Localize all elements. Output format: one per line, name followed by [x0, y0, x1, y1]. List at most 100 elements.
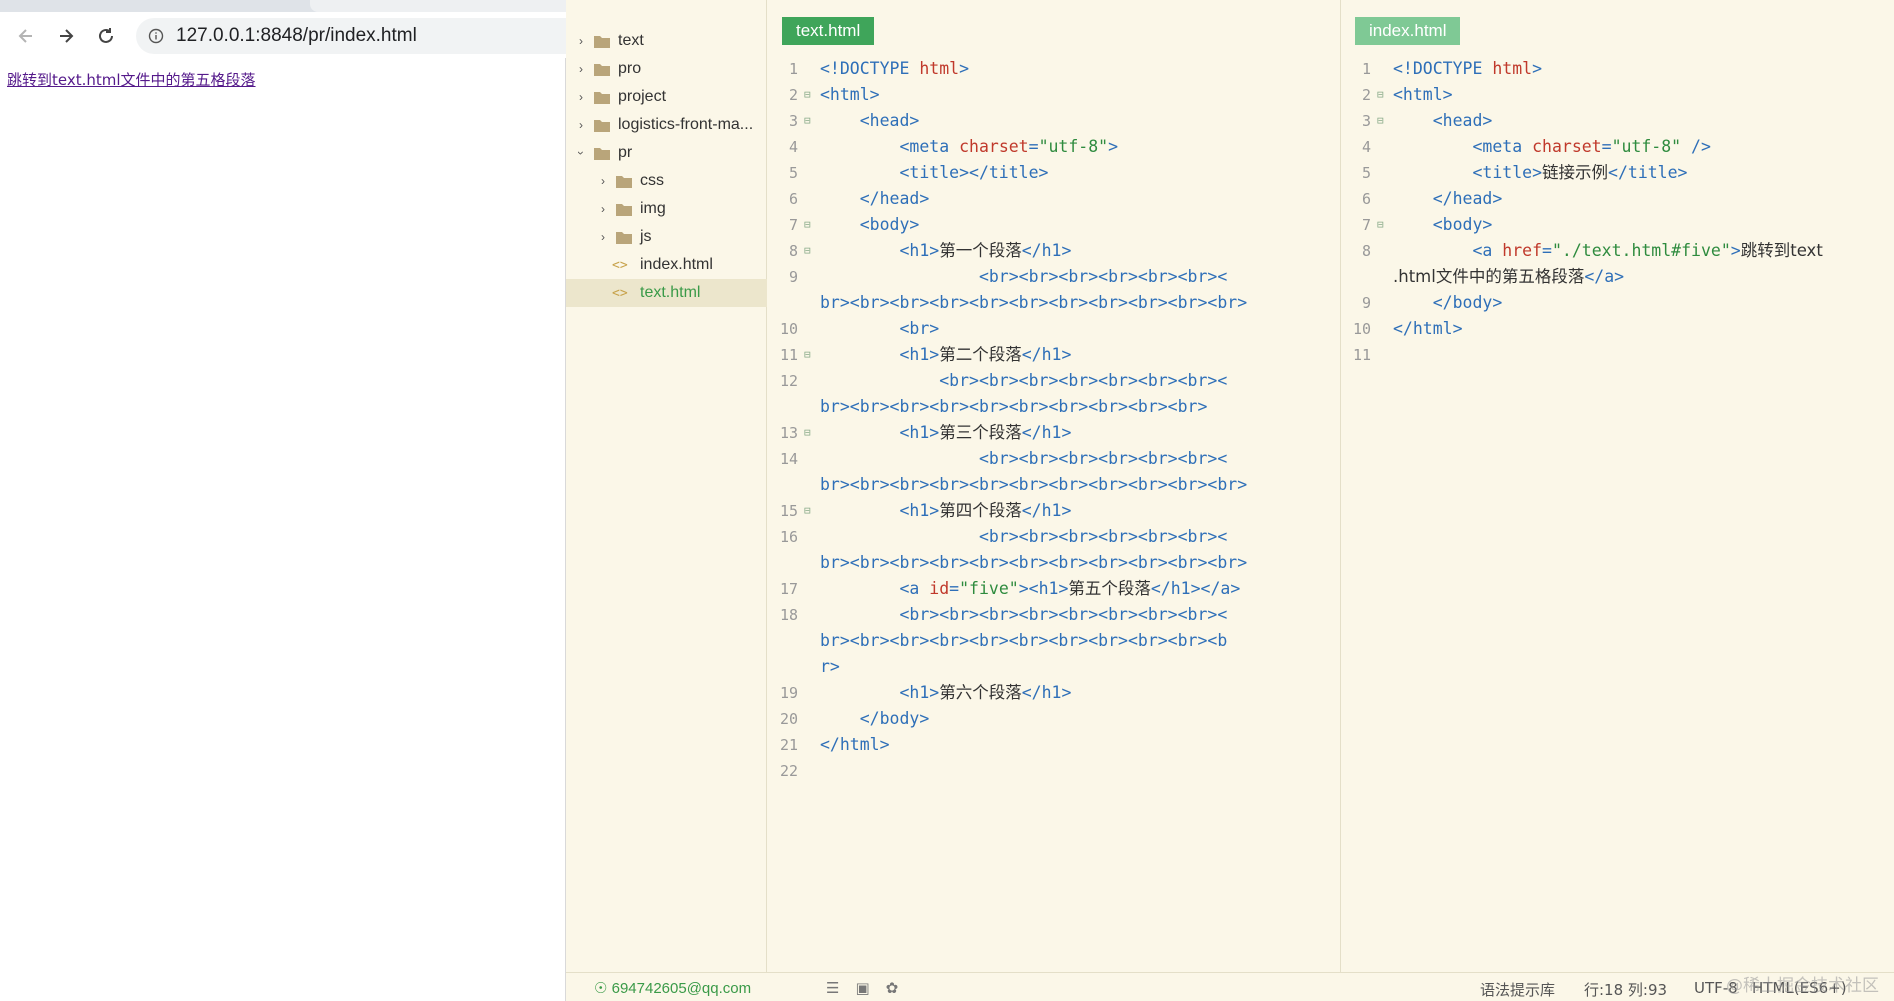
chevron-right-icon[interactable]: › [601, 174, 605, 188]
syntax-hint-library[interactable]: 语法提示库 [1480, 981, 1556, 999]
jump-link[interactable]: 跳转到text.html文件中的第五格段落 [7, 71, 256, 89]
tree-item-label: logistics-front-ma... [618, 116, 754, 133]
folder-icon [594, 119, 610, 132]
tree-folder-pr[interactable]: › pr [566, 139, 767, 167]
line-number: 18 [779, 606, 798, 624]
editor-pane-index[interactable]: index.html 1<!DOCTYPE html> 2⊟<html> 3⊟ … [1340, 0, 1894, 972]
chevron-right-icon[interactable]: › [579, 34, 583, 48]
tree-item-label: pr [618, 144, 633, 161]
line-number: 2 [1361, 86, 1371, 104]
browser-window: 127.0.0.1:8848/pr/index.html 跳转到text.htm… [0, 0, 566, 1001]
fold-icon[interactable]: ⊟ [804, 114, 811, 127]
line-number: 3 [1361, 112, 1371, 130]
terminal-icon[interactable]: ▣ [855, 979, 870, 997]
browser-tab-strip [0, 0, 566, 12]
line-number: 9 [788, 268, 798, 286]
chevron-right-icon[interactable]: › [601, 230, 605, 244]
line-number: 5 [788, 164, 798, 182]
tab-text-html[interactable]: text.html [782, 17, 875, 45]
tree-folder-pro[interactable]: › pro [566, 55, 767, 83]
chevron-right-icon[interactable]: › [579, 90, 583, 104]
line-number: 12 [779, 372, 798, 390]
chevron-right-icon[interactable]: › [579, 62, 583, 76]
fold-icon[interactable]: ⊟ [804, 504, 811, 517]
line-number: 13 [779, 424, 798, 442]
reload-button[interactable] [92, 22, 120, 50]
line-number: 7 [1361, 216, 1371, 234]
code-file-icon: <> [612, 257, 628, 273]
address-bar[interactable]: 127.0.0.1:8848/pr/index.html [136, 18, 566, 54]
line-number: 20 [779, 710, 798, 728]
back-button[interactable] [12, 22, 40, 50]
code-area[interactable]: 1<!DOCTYPE html> 2⊟<html> 3⊟ <head> 4 <m… [1341, 56, 1894, 368]
tree-item-label: index.html [640, 256, 713, 273]
tree-item-label: js [640, 228, 652, 245]
line-number: 11 [1352, 346, 1371, 364]
tree-file-index[interactable]: <> index.html [566, 251, 767, 279]
reload-icon [99, 28, 113, 43]
chevron-down-icon[interactable]: › [574, 151, 588, 155]
tree-item-label: img [640, 200, 666, 217]
tree-folder-text[interactable]: › text [566, 27, 767, 55]
fold-icon[interactable]: ⊟ [1377, 114, 1384, 127]
tree-folder-project[interactable]: › project [566, 83, 767, 111]
line-number: 16 [779, 528, 798, 546]
code-area[interactable]: 1<!DOCTYPE html> 2⊟<html> 3⊟ <head> 4 <m… [768, 56, 1339, 784]
fold-icon[interactable]: ⊟ [1377, 218, 1384, 231]
chevron-right-icon[interactable]: › [601, 202, 605, 216]
line-number: 3 [788, 112, 798, 130]
tree-item-label: text.html [640, 284, 701, 301]
folder-icon [594, 35, 610, 48]
tab-index-html[interactable]: index.html [1355, 17, 1461, 45]
fold-icon[interactable]: ⊟ [804, 348, 811, 361]
line-number: 1 [1361, 60, 1371, 78]
arrow-right-icon [60, 29, 74, 43]
line-number: 6 [1361, 190, 1371, 208]
tree-folder-img[interactable]: › img [566, 195, 767, 223]
line-number: 4 [1361, 138, 1371, 156]
page-content: 跳转到text.html文件中的第五格段落 [0, 58, 566, 1001]
forward-button[interactable] [52, 22, 80, 50]
line-number: 4 [788, 138, 798, 156]
line-number: 5 [1361, 164, 1371, 182]
user-email: 694742605@qq.com [611, 980, 752, 997]
palette-icon[interactable]: ✿ [885, 979, 899, 997]
url-text[interactable]: 127.0.0.1:8848/pr/index.html [176, 25, 417, 46]
folder-icon [594, 91, 610, 104]
folder-open-icon [594, 147, 610, 160]
cursor-position: 行:18 列:93 [1584, 981, 1668, 999]
fold-icon[interactable]: ⊟ [804, 426, 811, 439]
editor-pane-text[interactable]: text.html 1<!DOCTYPE html> 2⊟<html> 3⊟ <… [768, 0, 1339, 972]
line-number: 15 [779, 502, 798, 520]
tree-folder-logistics[interactable]: › logistics-front-ma... [566, 111, 767, 139]
list-icon[interactable]: ☰ [826, 979, 840, 997]
code-editor: › text › pro › project › logistics-front… [566, 0, 1894, 1001]
folder-icon [616, 175, 632, 188]
arrow-left-icon [18, 29, 32, 43]
tree-folder-js[interactable]: › js [566, 223, 767, 251]
fold-icon[interactable]: ⊟ [1377, 88, 1384, 101]
line-number: 10 [779, 320, 798, 338]
tree-folder-css[interactable]: › css [566, 167, 767, 195]
fold-icon[interactable]: ⊟ [804, 88, 811, 101]
line-number: 7 [788, 216, 798, 234]
line-number: 10 [1352, 320, 1371, 338]
browser-tab[interactable] [310, 0, 566, 12]
user-account[interactable]: ☉ 694742605@qq.com [594, 980, 752, 997]
fold-icon[interactable]: ⊟ [804, 244, 811, 257]
folder-icon [616, 203, 632, 216]
line-number: 2 [788, 86, 798, 104]
browser-toolbar: 127.0.0.1:8848/pr/index.html [0, 12, 566, 58]
line-number: 14 [779, 450, 798, 468]
info-icon[interactable] [148, 28, 164, 44]
tree-item-label: css [640, 172, 664, 189]
tree-file-text[interactable]: <> text.html [566, 279, 767, 307]
encoding[interactable]: UTF-8 [1694, 979, 1738, 997]
line-number: 17 [779, 580, 798, 598]
status-bar: ☉ 694742605@qq.com ☰ ▣ ✿ 语法提示库 行:18 列:93… [566, 972, 1894, 1001]
line-number: 1 [788, 60, 798, 78]
chevron-right-icon[interactable]: › [579, 118, 583, 132]
fold-icon[interactable]: ⊟ [804, 218, 811, 231]
language-mode[interactable]: HTML(ES6+) [1752, 979, 1847, 997]
status-icon-group: ☰ ▣ ✿ [826, 979, 898, 997]
